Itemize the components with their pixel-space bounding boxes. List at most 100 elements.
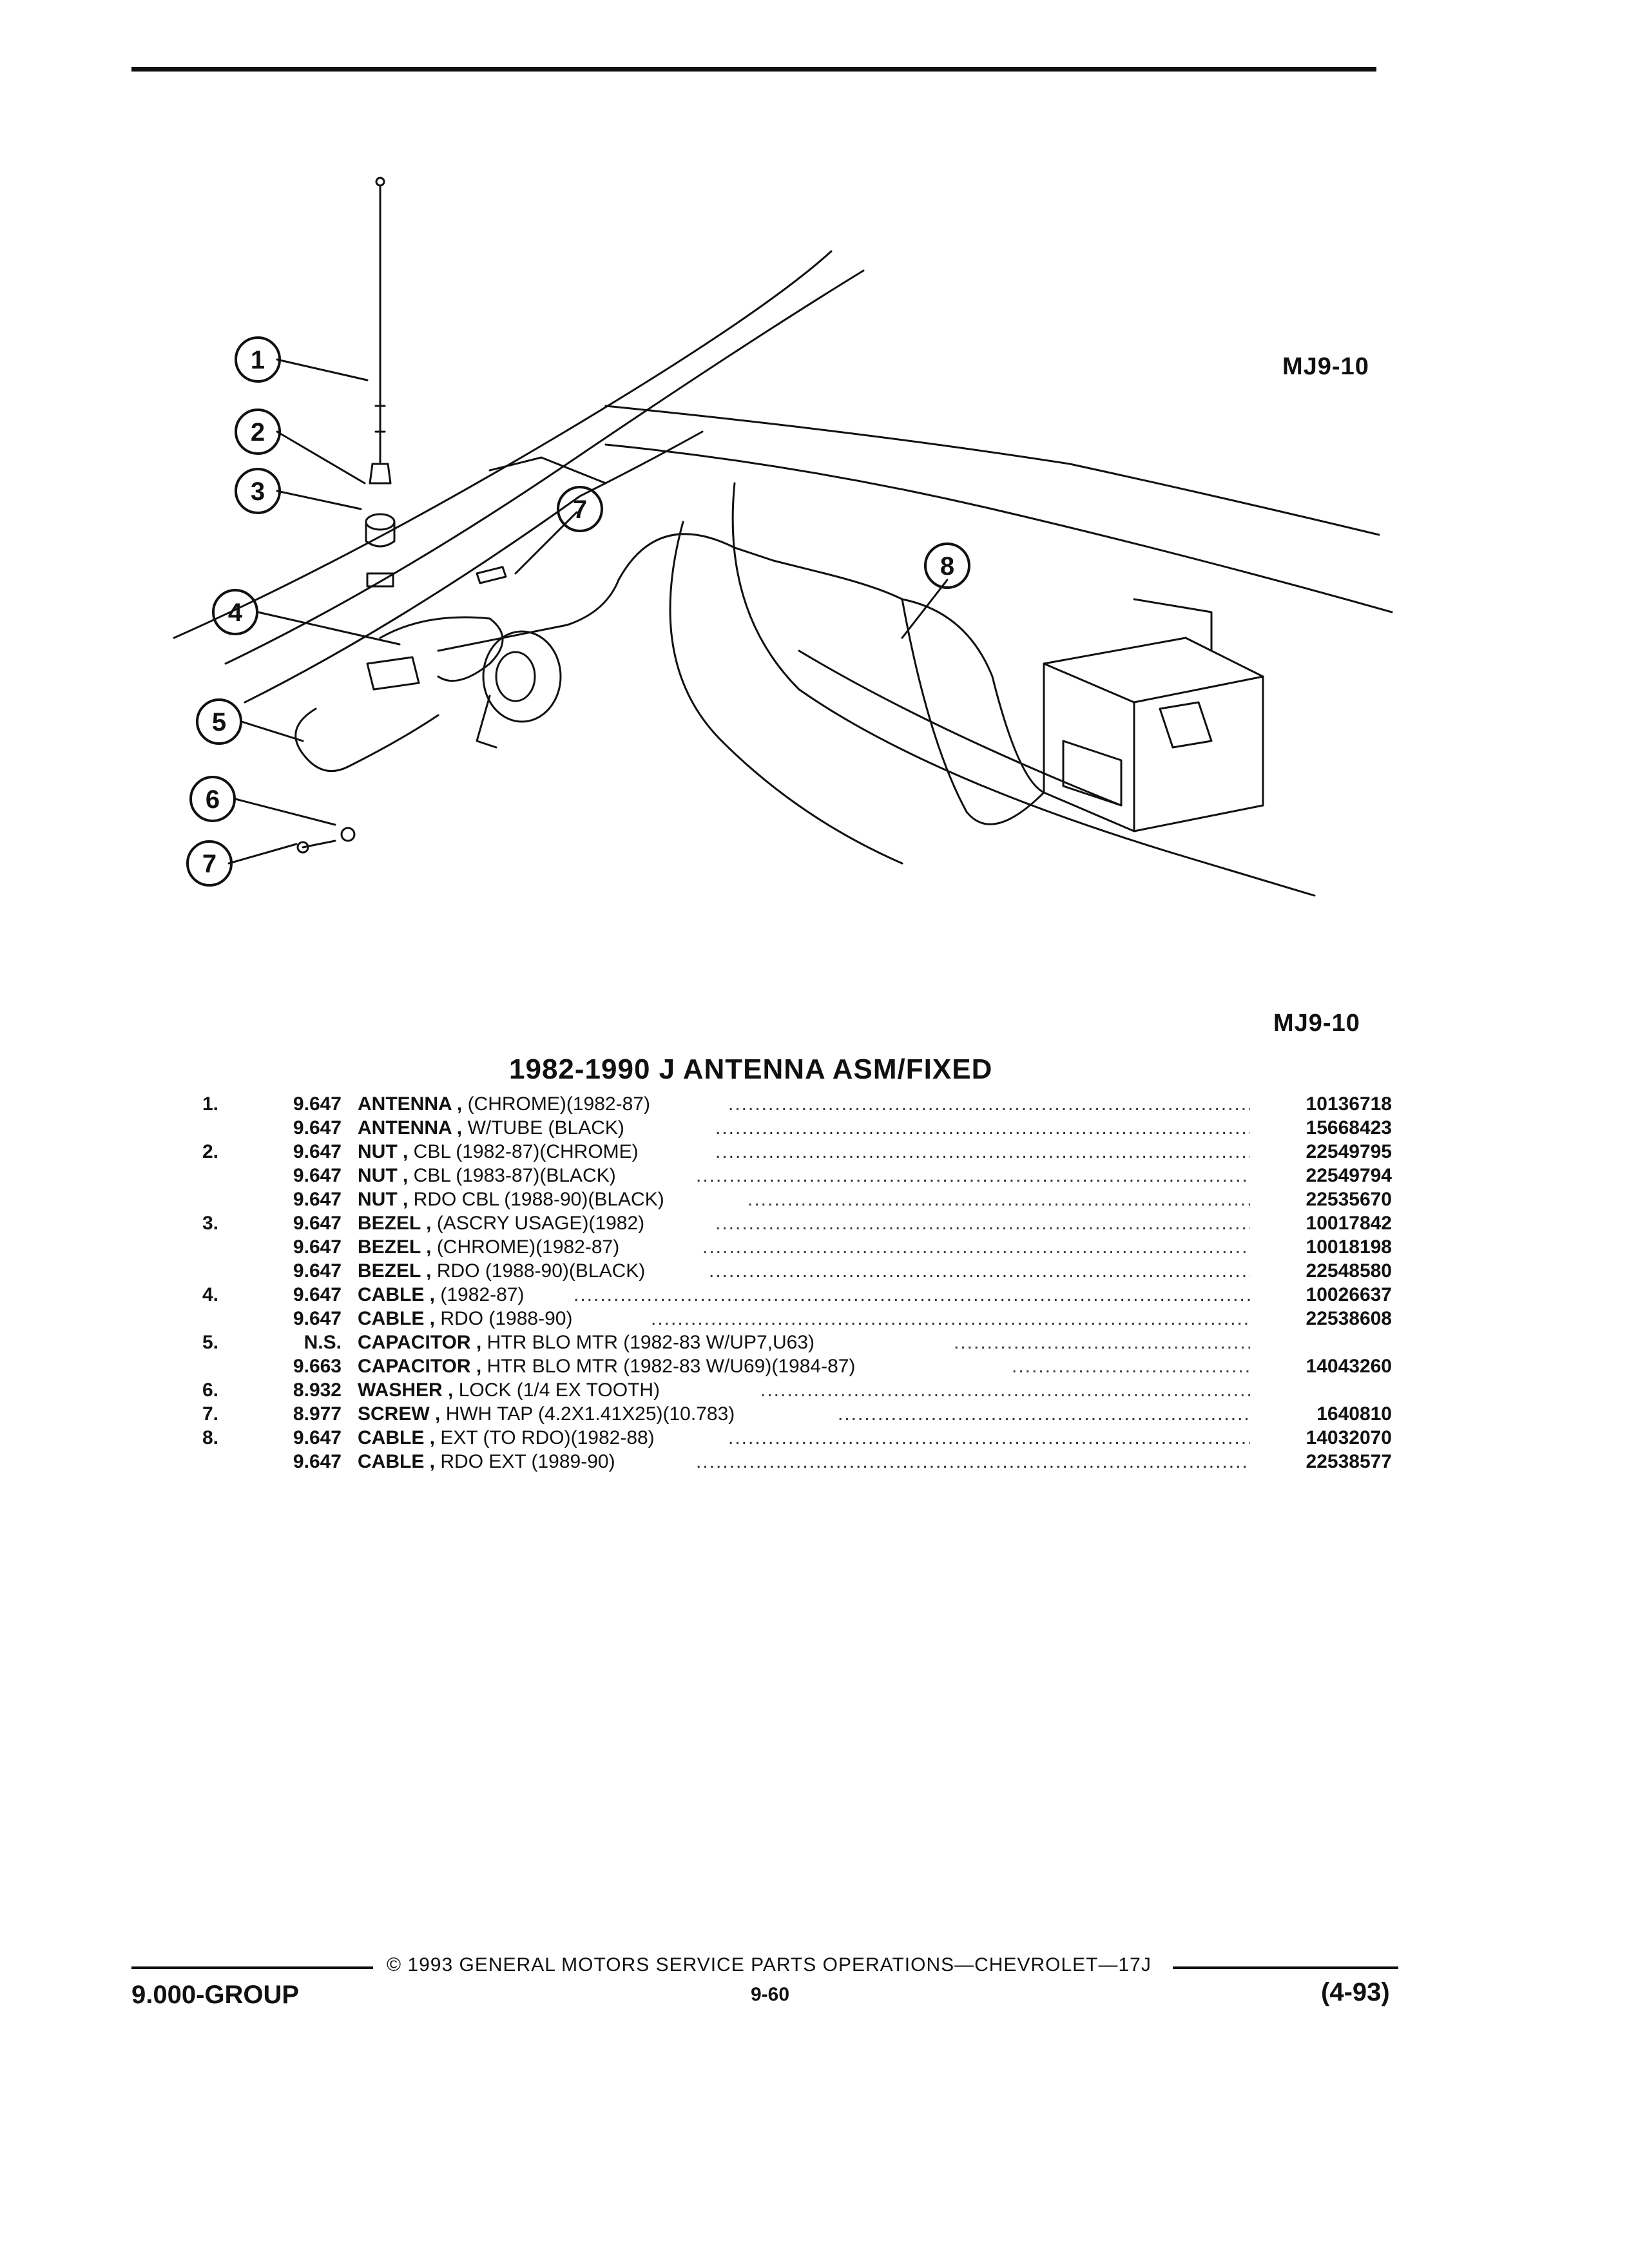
callout-label-7a: 7 <box>202 850 217 878</box>
part-group: 9.647 <box>293 1189 342 1210</box>
footer-date: (4-93) <box>1321 1978 1390 2006</box>
callout-label-6: 6 <box>206 785 220 814</box>
parts-row: 9.647 BEZEL , RDO (1988-90)(BLACK) .....… <box>0 1260 1629 1284</box>
part-description: WASHER , LOCK (1/4 EX TOOTH) <box>358 1379 660 1401</box>
part-name: WASHER <box>358 1379 443 1401</box>
callout-label-5: 5 <box>212 708 226 736</box>
part-group: 9.647 <box>293 1427 342 1448</box>
parts-row: 5. N.S. CAPACITOR , HTR BLO MTR (1982-83… <box>0 1332 1629 1356</box>
part-group: 9.647 <box>293 1260 342 1282</box>
part-description: SCREW , HWH TAP (4.2X1.41X25)(10.783) <box>358 1403 735 1425</box>
callout-7b <box>557 486 603 532</box>
part-index: 8. <box>202 1427 219 1448</box>
leader-dots: ........................................… <box>747 1189 1250 1210</box>
part-number: 14032070 <box>1306 1427 1392 1448</box>
parts-row: 4. 9.647 CABLE , (1982-87) .............… <box>0 1284 1629 1308</box>
top-rule <box>131 67 1376 72</box>
part-number: 15668423 <box>1306 1117 1392 1139</box>
part-qualifier: CBL (1982-87)(CHROME) <box>413 1141 639 1162</box>
part-description: BEZEL , (CHROME)(1982-87) <box>358 1236 620 1258</box>
part-description: NUT , RDO CBL (1988-90)(BLACK) <box>358 1189 664 1210</box>
callout-4 <box>212 589 258 635</box>
section-title: 1982-1990 J ANTENNA ASM/FIXED <box>509 1053 993 1085</box>
part-group: 9.647 <box>293 1093 342 1115</box>
part-number: 22548580 <box>1306 1260 1392 1282</box>
part-description: NUT , CBL (1982-87)(CHROME) <box>358 1141 639 1162</box>
part-number: 10136718 <box>1306 1093 1392 1115</box>
parts-row: 3. 9.647 BEZEL , (ASCRY USAGE)(1982) ...… <box>0 1213 1629 1236</box>
callout-label-2: 2 <box>251 418 265 447</box>
antenna-cables <box>294 533 1045 825</box>
callout-markers <box>186 336 970 887</box>
part-number: 10018198 <box>1306 1236 1392 1258</box>
hardware-parts <box>296 566 507 854</box>
leader-dots: ........................................… <box>715 1141 1250 1162</box>
part-name: CAPACITOR <box>358 1332 471 1353</box>
part-index: 7. <box>202 1403 219 1425</box>
part-group: N.S. <box>304 1332 342 1353</box>
part-group: 8.977 <box>293 1403 342 1425</box>
part-group: 9.647 <box>293 1141 342 1162</box>
leader-lines <box>227 358 949 865</box>
part-name: SCREW <box>358 1403 430 1425</box>
part-name: CABLE <box>358 1451 425 1472</box>
part-description: CABLE , (1982-87) <box>358 1284 525 1305</box>
part-number: 22535670 <box>1306 1189 1392 1210</box>
part-index: 6. <box>202 1379 219 1401</box>
part-description: BEZEL , RDO (1988-90)(BLACK) <box>358 1260 646 1282</box>
leader-dots: ........................................… <box>728 1093 1250 1115</box>
part-qualifier: LOCK (1/4 EX TOOTH) <box>458 1379 660 1401</box>
callout-label-8: 8 <box>940 552 954 581</box>
part-qualifier: CBL (1983-87)(BLACK) <box>413 1165 616 1186</box>
callout-8 <box>924 543 970 589</box>
part-index: 5. <box>202 1332 219 1353</box>
part-qualifier: RDO (1988-90)(BLACK) <box>436 1260 646 1282</box>
leader-dots: ........................................… <box>696 1165 1250 1186</box>
part-number: 22538608 <box>1306 1308 1392 1329</box>
part-number: 14043260 <box>1306 1356 1392 1377</box>
part-group: 8.932 <box>293 1379 342 1401</box>
parts-row: 9.647 CABLE , RDO (1988-90) ............… <box>0 1308 1629 1332</box>
part-name: ANTENNA <box>358 1117 452 1139</box>
part-qualifier: (CHROME)(1982-87) <box>467 1093 650 1115</box>
figure-code-bottom: MJ9-10 <box>1273 1010 1360 1037</box>
part-description: ANTENNA , W/TUBE (BLACK) <box>358 1117 624 1139</box>
leader-dots: ........................................… <box>574 1284 1250 1305</box>
leader-dots: ........................................… <box>715 1117 1250 1139</box>
part-group: 9.663 <box>293 1356 342 1377</box>
part-description: BEZEL , (ASCRY USAGE)(1982) <box>358 1213 645 1234</box>
exploded-view-illustration: 1 2 3 4 5 6 7 7 8 <box>173 177 1393 897</box>
figure-code-top: MJ9-10 <box>1282 353 1369 380</box>
part-name: CABLE <box>358 1308 425 1329</box>
parts-row: 9.647 NUT , CBL (1983-87)(BLACK) .......… <box>0 1165 1629 1189</box>
parts-row: 7. 8.977 SCREW , HWH TAP (4.2X1.41X25)(1… <box>0 1403 1629 1427</box>
part-name: BEZEL <box>358 1260 421 1282</box>
part-index: 2. <box>202 1141 219 1162</box>
footer-rule-right <box>1173 1966 1398 1969</box>
callout-labels: 1 2 3 4 5 6 7 7 8 <box>202 346 954 878</box>
part-number: 22549795 <box>1306 1141 1392 1162</box>
part-qualifier: (CHROME)(1982-87) <box>436 1236 620 1258</box>
antenna-mast <box>365 177 396 588</box>
callout-1 <box>235 336 281 383</box>
part-name: ANTENNA <box>358 1093 452 1115</box>
leader-dots: ........................................… <box>651 1308 1250 1329</box>
callout-label-1: 1 <box>251 346 265 374</box>
parts-row: 2. 9.647 NUT , CBL (1982-87)(CHROME) ...… <box>0 1141 1629 1165</box>
part-qualifier: W/TUBE (BLACK) <box>467 1117 624 1139</box>
part-name: BEZEL <box>358 1213 421 1234</box>
parts-row: 9.663 CAPACITOR , HTR BLO MTR (1982-83 W… <box>0 1356 1629 1379</box>
callout-label-3: 3 <box>251 477 265 506</box>
part-index: 1. <box>202 1093 219 1115</box>
leader-dots: ........................................… <box>696 1451 1250 1472</box>
part-qualifier: RDO CBL (1988-90)(BLACK) <box>413 1189 664 1210</box>
body-panel-lines <box>173 250 1393 897</box>
part-description: CAPACITOR , HTR BLO MTR (1982-83 W/UP7,U… <box>358 1332 815 1353</box>
callout-7a <box>186 840 233 887</box>
parts-row: 8. 9.647 CABLE , EXT (TO RDO)(1982-88) .… <box>0 1427 1629 1451</box>
part-number: 1640810 <box>1316 1403 1392 1425</box>
callout-6 <box>189 776 236 822</box>
part-qualifier: (ASCRY USAGE)(1982) <box>436 1213 645 1234</box>
part-number: 10026637 <box>1306 1284 1392 1305</box>
parts-row: 1. 9.647 ANTENNA , (CHROME)(1982-87) ...… <box>0 1093 1629 1117</box>
